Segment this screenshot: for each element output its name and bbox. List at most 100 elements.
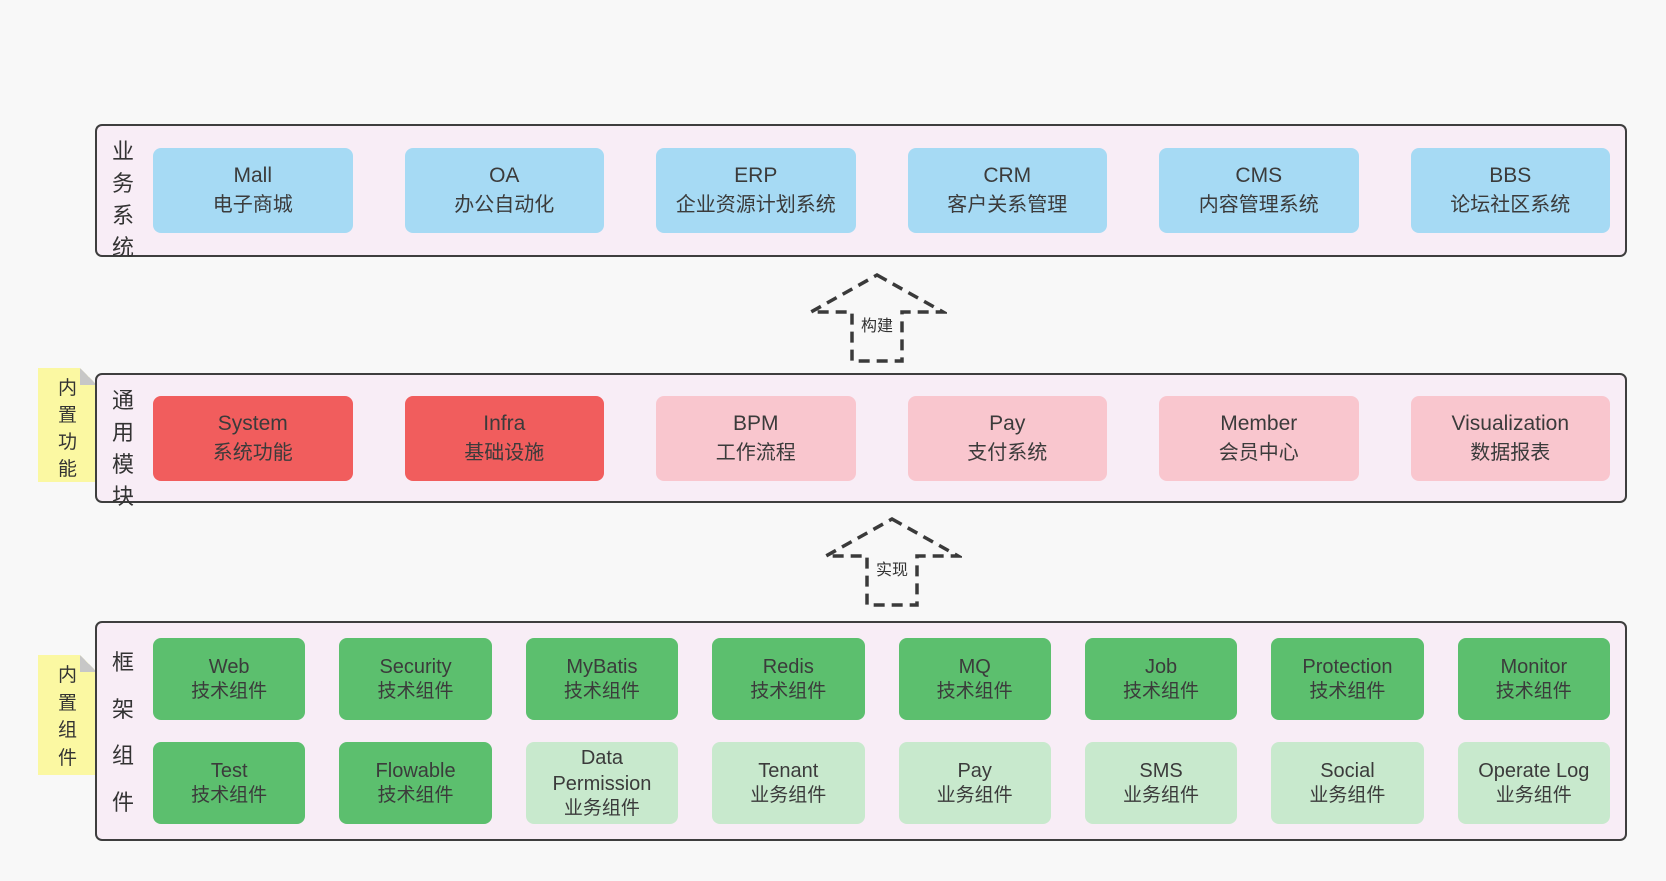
box-subtitle: 业务组件 bbox=[750, 784, 827, 806]
box-subtitle: 技术组件 bbox=[936, 680, 1013, 702]
box-subtitle: 业务组件 bbox=[1123, 784, 1200, 806]
business-boxes-row: Mall 电子商城 OA 办公自动化 ERP 企业资源计划系统 CRM 客户关系… bbox=[149, 126, 1625, 255]
band-label-business-systems: 业务系统 bbox=[111, 139, 134, 260]
box-title: Social bbox=[1320, 759, 1375, 782]
box-subtitle: 办公自动化 bbox=[454, 194, 555, 217]
box-title: Job bbox=[1144, 655, 1178, 678]
business-systems-band: 业务系统 Mall 电子商城 OA 办公自动化 ERP 企业资源计划系统 CRM… bbox=[95, 124, 1627, 260]
build-arrow-icon: 构建 bbox=[807, 272, 947, 364]
box-subtitle: 技术组件 bbox=[1123, 680, 1200, 702]
framework-components-band: 框架组件 Web 技术组件 Security 技术组件 MyBatis 技术组件… bbox=[95, 621, 1627, 841]
component-box-protection: Protection 技术组件 bbox=[1271, 638, 1424, 720]
module-box-system: System 系统功能 bbox=[153, 395, 353, 481]
box-title: System bbox=[217, 411, 288, 435]
business-box-cms: CMS 内容管理系统 bbox=[1159, 148, 1359, 233]
box-title: Monitor bbox=[1500, 655, 1568, 678]
box-subtitle: 内容管理系统 bbox=[1198, 194, 1319, 217]
box-title: Web bbox=[208, 655, 250, 678]
box-title: OA bbox=[489, 164, 520, 188]
component-row-technical: Web 技术组件 Security 技术组件 MyBatis 技术组件 Redi… bbox=[153, 638, 1610, 720]
box-title: Mall bbox=[233, 164, 272, 188]
box-title: Pay bbox=[957, 759, 992, 782]
component-row-business: Test 技术组件 Flowable 技术组件 Data Permission … bbox=[153, 742, 1610, 824]
business-box-bbs: BBS 论坛社区系统 bbox=[1410, 148, 1610, 233]
sticky-note-built-in-components: 内置组件 bbox=[38, 655, 97, 775]
component-box-social: Social 业务组件 bbox=[1271, 742, 1424, 824]
box-subtitle: 论坛社区系统 bbox=[1450, 194, 1571, 217]
component-box-security: Security 技术组件 bbox=[339, 638, 492, 720]
box-title: Security bbox=[379, 655, 452, 678]
box-subtitle: 客户关系管理 bbox=[947, 194, 1068, 217]
box-title: BPM bbox=[732, 411, 779, 435]
box-subtitle: 基础设施 bbox=[464, 441, 545, 464]
module-boxes-row: System 系统功能 Infra 基础设施 BPM 工作流程 Pay 支付系统… bbox=[149, 375, 1625, 501]
box-title: SMS bbox=[1139, 759, 1183, 782]
box-subtitle: 支付系统 bbox=[967, 441, 1048, 464]
box-title: Protection bbox=[1302, 655, 1393, 678]
component-box-job: Job 技术组件 bbox=[1084, 638, 1238, 720]
box-title: Test bbox=[210, 759, 248, 782]
band-label-common-modules: 通用模块 bbox=[111, 388, 134, 509]
box-subtitle: 技术组件 bbox=[563, 680, 640, 702]
box-title: Member bbox=[1220, 411, 1298, 435]
box-subtitle: 电子商城 bbox=[212, 194, 293, 217]
component-box-monitor: Monitor 技术组件 bbox=[1457, 638, 1610, 720]
box-title: ERP bbox=[734, 164, 778, 188]
box-title: CRM bbox=[983, 164, 1032, 188]
box-title: CMS bbox=[1235, 164, 1283, 188]
sticky-note-built-in-features: 内置功能 bbox=[38, 368, 97, 482]
sticky-note-text: 内置组件 bbox=[57, 665, 77, 769]
sticky-note-text: 内置功能 bbox=[57, 377, 77, 480]
box-title: Redis bbox=[762, 655, 814, 678]
box-title: MQ bbox=[958, 655, 991, 678]
box-title: Infra bbox=[483, 411, 526, 435]
business-box-oa: OA 办公自动化 bbox=[404, 148, 604, 233]
band-label-framework-components: 框架组件 bbox=[111, 650, 134, 815]
business-box-crm: CRM 客户关系管理 bbox=[907, 148, 1107, 233]
component-box-tenant: Tenant 业务组件 bbox=[712, 742, 865, 824]
component-box-mybatis: MyBatis 技术组件 bbox=[525, 638, 679, 720]
component-box-operate-log: Operate Log 业务组件 bbox=[1457, 742, 1610, 824]
implement-arrow-icon: 实现 bbox=[822, 516, 962, 608]
module-box-member: Member 会员中心 bbox=[1159, 395, 1359, 481]
module-box-infra: Infra 基础设施 bbox=[404, 395, 604, 481]
module-box-bpm: BPM 工作流程 bbox=[656, 395, 856, 481]
box-subtitle: 技术组件 bbox=[750, 680, 827, 702]
box-subtitle: 技术组件 bbox=[377, 680, 454, 702]
component-box-flowable: Flowable 技术组件 bbox=[339, 742, 492, 824]
box-title: Visualization bbox=[1451, 411, 1570, 435]
box-subtitle: 数据报表 bbox=[1470, 441, 1551, 464]
implement-arrow-label: 实现 bbox=[872, 556, 912, 580]
box-subtitle: 业务组件 bbox=[936, 784, 1013, 806]
box-subtitle: 技术组件 bbox=[191, 680, 268, 702]
box-title: MyBatis bbox=[566, 655, 638, 678]
box-title: Pay bbox=[989, 411, 1026, 435]
component-box-web: Web 技术组件 bbox=[153, 638, 306, 720]
box-subtitle: 系统功能 bbox=[212, 441, 293, 464]
business-box-mall: Mall 电子商城 bbox=[153, 148, 353, 233]
module-box-pay: Pay 支付系统 bbox=[907, 395, 1107, 481]
up-arrow-icon bbox=[807, 272, 947, 363]
box-subtitle: 技术组件 bbox=[1495, 680, 1572, 702]
build-arrow-label: 构建 bbox=[857, 312, 897, 336]
box-subtitle: 工作流程 bbox=[715, 441, 796, 464]
component-box-sms: SMS 业务组件 bbox=[1084, 742, 1238, 824]
box-subtitle: 会员中心 bbox=[1218, 441, 1299, 464]
component-box-test: Test 技术组件 bbox=[153, 742, 306, 824]
component-box-pay: Pay 业务组件 bbox=[898, 742, 1051, 824]
box-subtitle: 业务组件 bbox=[1309, 784, 1386, 806]
component-box-redis: Redis 技术组件 bbox=[712, 638, 865, 720]
box-subtitle: 业务组件 bbox=[563, 797, 640, 819]
business-box-erp: ERP 企业资源计划系统 bbox=[656, 148, 856, 233]
box-title: Flowable bbox=[375, 759, 456, 782]
box-subtitle: 技术组件 bbox=[191, 784, 268, 806]
up-arrow-icon bbox=[822, 516, 962, 607]
common-modules-band: 通用模块 System 系统功能 Infra 基础设施 BPM 工作流程 Pay… bbox=[95, 373, 1627, 509]
box-title: Operate Log bbox=[1478, 759, 1590, 782]
box-title: BBS bbox=[1489, 164, 1532, 188]
box-subtitle: 业务组件 bbox=[1495, 784, 1572, 806]
module-box-visualization: Visualization 数据报表 bbox=[1410, 395, 1610, 481]
box-title: Data Permission bbox=[552, 746, 652, 795]
component-rows: Web 技术组件 Security 技术组件 MyBatis 技术组件 Redi… bbox=[149, 623, 1625, 839]
